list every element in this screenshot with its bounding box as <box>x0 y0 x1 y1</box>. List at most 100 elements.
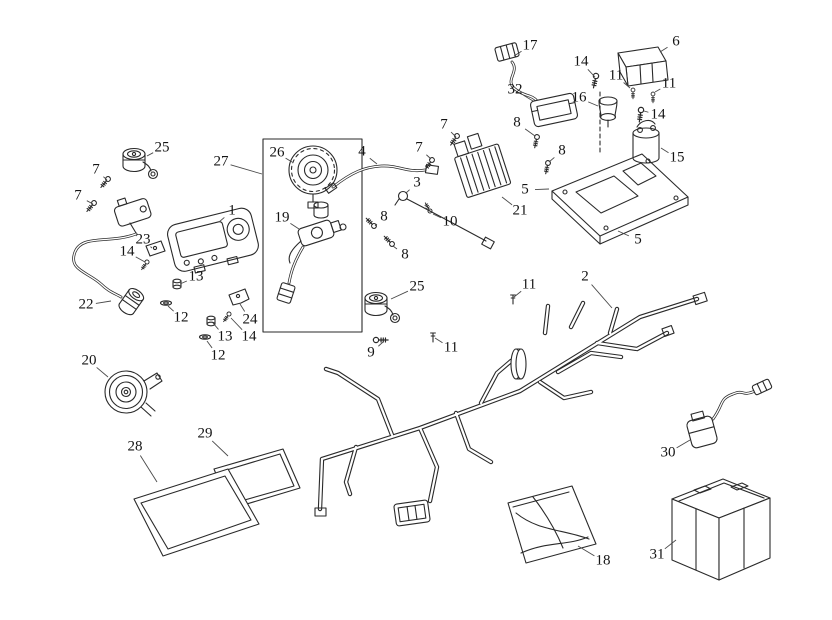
screw-icon <box>84 199 98 214</box>
part-number-label: 18 <box>596 552 611 568</box>
part-number-label: 9 <box>367 344 375 360</box>
relay-with-pigtail <box>686 378 773 449</box>
leader-line <box>374 223 378 227</box>
part-number-label: 7 <box>74 187 82 203</box>
part-number-label: 31 <box>650 546 665 562</box>
leader-line <box>86 200 94 205</box>
wiring-harness <box>314 291 708 517</box>
leader-line <box>501 196 513 206</box>
leader-line <box>591 284 613 309</box>
rubber-mount <box>598 96 618 128</box>
leader-line <box>211 440 229 457</box>
part-number-label: 20 <box>82 352 97 368</box>
leader-line <box>659 46 668 53</box>
part-number-label: 7 <box>440 116 448 132</box>
screw-icon <box>542 159 552 175</box>
washer-icon <box>198 334 212 340</box>
leader-line <box>617 230 630 237</box>
part-number-label: 26 <box>270 144 286 160</box>
part-number-label: 11 <box>662 75 676 91</box>
leader-line <box>392 245 398 250</box>
part-number-label: 11 <box>609 67 623 83</box>
part-number-label: 24 <box>243 311 259 327</box>
part-number-label: 4 <box>358 143 366 159</box>
leader-line <box>426 154 432 160</box>
screw-icon <box>372 336 389 344</box>
part-number-label: 10 <box>443 213 458 229</box>
part-number-label: 8 <box>380 208 388 224</box>
screw-icon <box>590 72 600 89</box>
ignition-coil <box>113 197 152 227</box>
leader-line <box>534 188 550 191</box>
screw-icon <box>636 106 645 123</box>
part-number-label: 14 <box>574 53 590 69</box>
battery <box>671 478 771 581</box>
leader-line <box>513 50 522 57</box>
leader-line <box>623 82 631 89</box>
leader-line <box>378 341 384 347</box>
sensor-with-lead <box>394 190 495 250</box>
leader-line <box>218 217 225 223</box>
part-number-label: 19 <box>275 209 290 225</box>
leader-line <box>150 246 153 249</box>
clip-pin-icon <box>430 332 436 343</box>
leader-line <box>139 455 158 483</box>
screw-icon <box>221 310 233 324</box>
part-number-label: 5 <box>521 181 529 197</box>
mounting-bracket <box>145 240 166 257</box>
leader-line <box>577 545 595 557</box>
part-number-label: 27 <box>214 153 230 169</box>
part-number-label: 14 <box>651 106 667 122</box>
leader-line <box>390 290 409 300</box>
leader-line <box>290 223 300 230</box>
part-number-label: 12 <box>174 309 189 325</box>
harness-main-connector <box>393 499 431 527</box>
part-number-label: 11 <box>522 276 536 292</box>
screw-icon <box>423 156 436 171</box>
part-number-label: 14 <box>242 328 258 344</box>
harness-grommet-disc <box>510 348 527 380</box>
part-number-label: 16 <box>572 89 588 105</box>
part-number-label: 32 <box>508 81 523 97</box>
leader-line <box>523 94 534 102</box>
cdi-unit <box>617 46 669 87</box>
leader-line <box>676 439 691 449</box>
leader-line <box>103 176 108 181</box>
mounting-bracket <box>228 288 250 306</box>
part-number-label: 1 <box>228 202 236 218</box>
washer-icon <box>159 300 173 306</box>
leader-line <box>513 290 522 298</box>
part-number-label: 15 <box>670 149 685 165</box>
leader-line <box>206 340 213 349</box>
part-number-label: 21 <box>513 202 528 218</box>
horn <box>104 370 163 417</box>
part-number-label: 29 <box>198 425 213 441</box>
ignition-housing-assembly <box>276 201 347 304</box>
lead-wire <box>324 164 440 194</box>
leader-line <box>230 164 263 175</box>
part-number-label: 6 <box>672 33 680 49</box>
leader-line <box>146 152 154 157</box>
leader-line <box>587 69 596 78</box>
part-number-label: 13 <box>218 328 233 344</box>
leader-line <box>167 305 174 312</box>
leader-line <box>285 157 293 163</box>
screw-icon <box>98 175 112 190</box>
leader-line <box>230 317 243 331</box>
screw-icon <box>650 91 656 104</box>
part-number-label: 25 <box>155 139 170 155</box>
leader-line <box>643 110 649 113</box>
ignition-key-switch <box>72 232 145 316</box>
part-number-label: 5 <box>634 231 642 247</box>
screw-icon <box>363 215 378 230</box>
part-number-label: 17 <box>523 37 539 53</box>
storage-bag <box>507 485 597 564</box>
leader-line <box>96 367 109 378</box>
leader-line <box>432 213 442 219</box>
part-number-label: 25 <box>410 278 425 294</box>
regulator-rectifier <box>453 132 512 198</box>
part-number-label: 30 <box>661 444 676 460</box>
leader-line <box>212 322 219 330</box>
leader-line <box>179 280 188 285</box>
